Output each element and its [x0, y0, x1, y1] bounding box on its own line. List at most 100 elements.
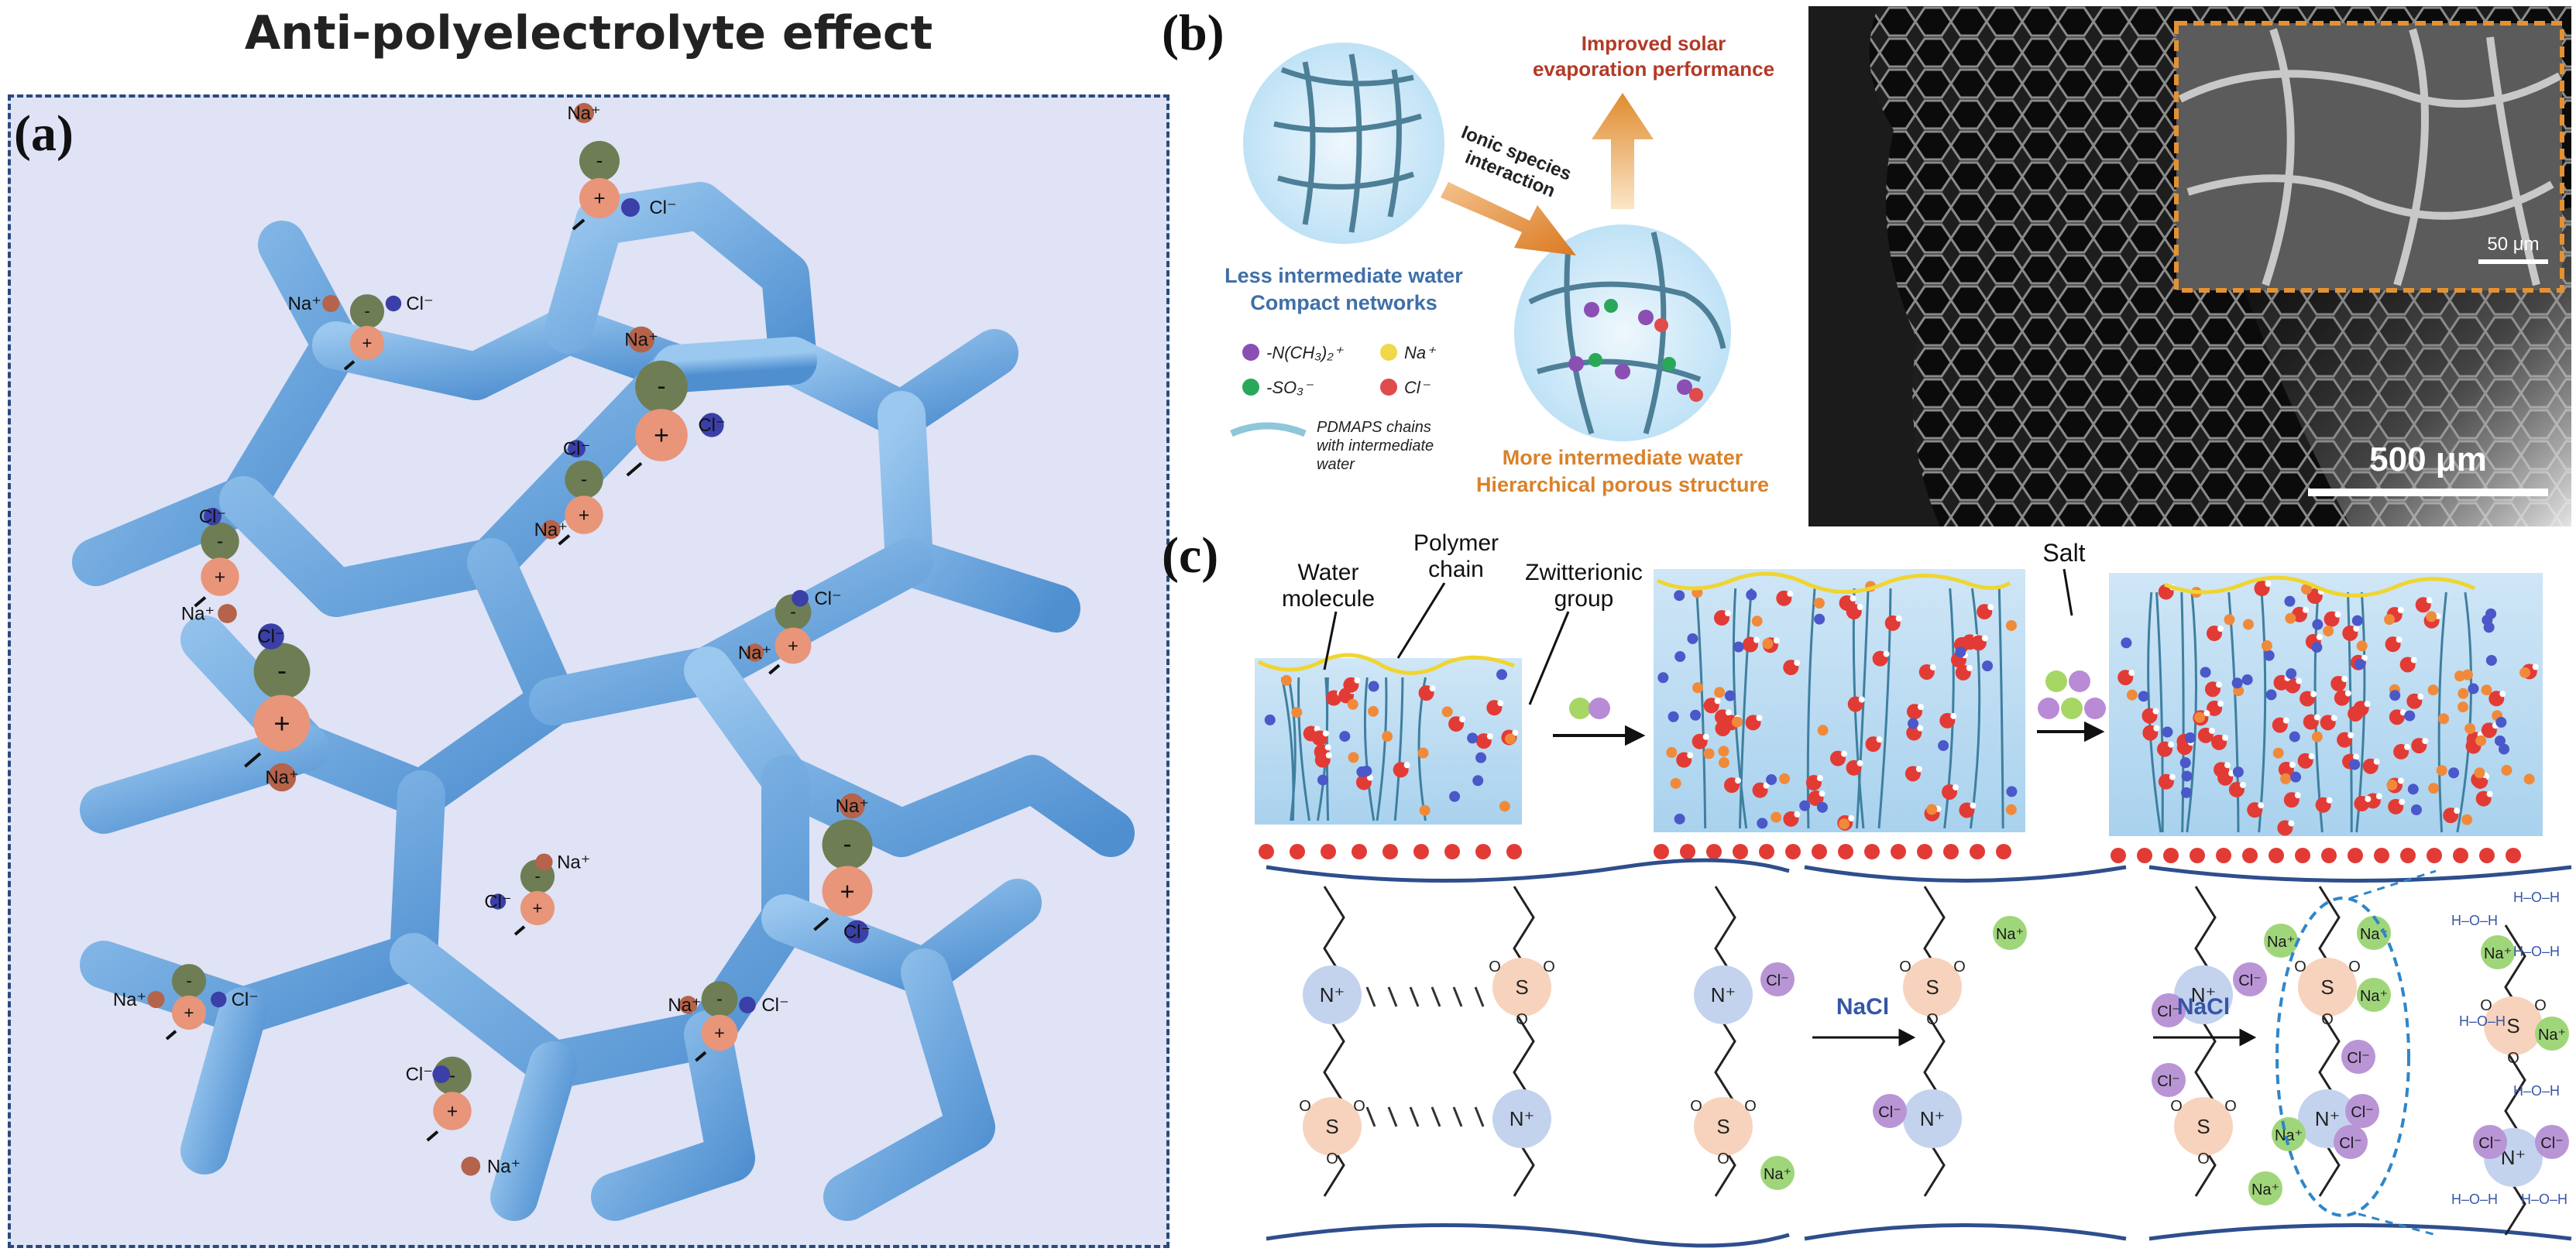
polymer-strand	[2180, 591, 2185, 833]
water-hydrogen	[2265, 581, 2272, 588]
charged-group	[1504, 733, 1516, 745]
charged-group	[2138, 691, 2149, 702]
charge-halo	[2174, 1097, 2233, 1156]
water-hydrogen	[1858, 696, 1865, 703]
legend-cl-label: Cl⁻	[1404, 378, 1431, 397]
ion-pair: -+Na⁺Cl⁻	[738, 588, 842, 675]
bond-tick	[513, 925, 526, 936]
anion-ball	[201, 522, 239, 561]
water-hydrogen	[1819, 790, 1826, 797]
ion-pair: -+Na⁺Cl⁻	[534, 439, 603, 546]
charged-group	[2241, 674, 2253, 685]
anion-ball	[579, 141, 620, 181]
charged-group	[2231, 677, 2243, 689]
cl-ion	[699, 413, 724, 437]
cl-ion	[1760, 962, 1795, 996]
polymer-strand	[1297, 677, 1310, 821]
charged-group	[2005, 619, 2017, 631]
anion-ball	[701, 981, 738, 1018]
charged-group	[2481, 684, 2492, 696]
ionic-hatch	[1365, 1106, 1376, 1127]
na-ion	[2357, 978, 2391, 1012]
improved-text-1: Improved solar	[1582, 32, 1726, 55]
stage-arrows	[1553, 721, 2105, 746]
label-water-2: molecule	[1282, 586, 1375, 612]
water-molecule	[2163, 848, 2179, 863]
cl-label: Cl⁻	[1878, 1104, 1901, 1121]
oxygen: O	[1690, 1098, 1702, 1115]
ion-pair: -+Na⁺Cl⁻	[181, 506, 239, 625]
salt-ball	[2045, 670, 2067, 692]
charged-group	[2126, 689, 2138, 701]
salt-ball	[2084, 698, 2106, 719]
ion-pair: -+Na⁺Cl⁻	[288, 293, 434, 371]
charged-group	[1766, 773, 1777, 785]
charged-group	[1499, 801, 1510, 812]
water-hydrogen	[2152, 708, 2159, 715]
charged-group	[1814, 613, 1826, 625]
charged-group	[2280, 773, 2292, 784]
sulfonate-sulfur: S	[2320, 976, 2334, 999]
charged-group	[1938, 740, 1949, 752]
water-molecule	[2479, 848, 2495, 863]
charged-group	[2354, 658, 2365, 670]
sem-inset-scale-label: 50 μm	[2487, 234, 2539, 255]
cl-label: Cl⁻	[2351, 1104, 2373, 1121]
water-molecule	[2190, 848, 2205, 863]
oxygen: O	[1353, 1098, 1365, 1115]
charged-group	[1674, 590, 1685, 602]
water-hydrogen	[1876, 736, 1883, 743]
anion-ball	[349, 294, 385, 329]
nacl-label-2: NaCl	[2177, 994, 2230, 1020]
panel-a-illustration: -+Na⁺Cl⁻-+Na⁺Cl⁻-+Na⁺Cl⁻-+Na⁺Cl⁻-+Na⁺Cl⁻…	[72, 103, 1135, 1221]
charged-group	[1674, 813, 1685, 825]
label-water-1: Water	[1298, 560, 1359, 585]
oxygen: O	[1543, 958, 1555, 976]
bond-tick	[343, 360, 355, 371]
water-hydrogen	[2375, 793, 2382, 800]
charged-group	[2312, 619, 2324, 630]
water-molecule	[2295, 848, 2310, 863]
label-zwitter-2: group	[1554, 586, 1614, 612]
ion-pairs: -+Na⁺Cl⁻-+Na⁺Cl⁻-+Na⁺Cl⁻-+Na⁺Cl⁻-+Na⁺Cl⁻…	[113, 103, 873, 1177]
charged-group	[2162, 726, 2173, 738]
water-hydrogen	[2361, 654, 2368, 661]
quaternary-ammonium: N⁺	[1711, 983, 1736, 1006]
na-label: Na⁺	[2267, 934, 2295, 951]
panel-b-schematic: Improved solar evaporation performance I…	[1189, 0, 1805, 519]
compact-network-bubble	[1243, 43, 1444, 244]
charged-group	[1441, 706, 1453, 718]
charged-group	[2181, 787, 2193, 798]
water-and-ion-particles	[1259, 581, 2539, 863]
cl-label: Cl⁻	[2339, 1135, 2361, 1152]
quaternary-ammonium: N⁺	[1510, 1107, 1535, 1130]
water-hydrogen	[1915, 766, 1922, 773]
na-ion	[745, 643, 764, 662]
water-molecule	[1382, 844, 1398, 859]
charged-group	[1347, 698, 1358, 710]
water-hydrogen	[2341, 675, 2348, 682]
charged-group	[1908, 718, 1919, 729]
charged-group	[2428, 783, 2440, 794]
na-ion	[628, 326, 654, 353]
label-polymer-1: Polymer	[1413, 530, 1499, 556]
anion-ball	[253, 643, 311, 700]
oxygen: O	[1744, 1098, 1757, 1115]
cl-ion	[2233, 962, 2267, 996]
cl-ion	[385, 295, 402, 312]
nacl-label-1: NaCl	[1836, 994, 1889, 1020]
oxygen: O	[2170, 1098, 2183, 1115]
water-hydrogen	[1773, 637, 1780, 644]
water-molecule	[2137, 848, 2152, 863]
water-hydrogen	[1735, 777, 1742, 784]
water-hydrogen	[1787, 590, 1794, 597]
charged-group	[1714, 687, 1726, 698]
water-hydrogen	[1724, 610, 1731, 617]
cation-ball	[701, 1014, 738, 1051]
charged-group	[1475, 752, 1487, 763]
water-molecule	[1259, 844, 1274, 859]
ionic-hatch	[1387, 1106, 1398, 1127]
na-label: Na⁺	[567, 103, 600, 124]
label-salt: Salt	[2042, 539, 2085, 567]
charged-group	[1703, 748, 1715, 760]
